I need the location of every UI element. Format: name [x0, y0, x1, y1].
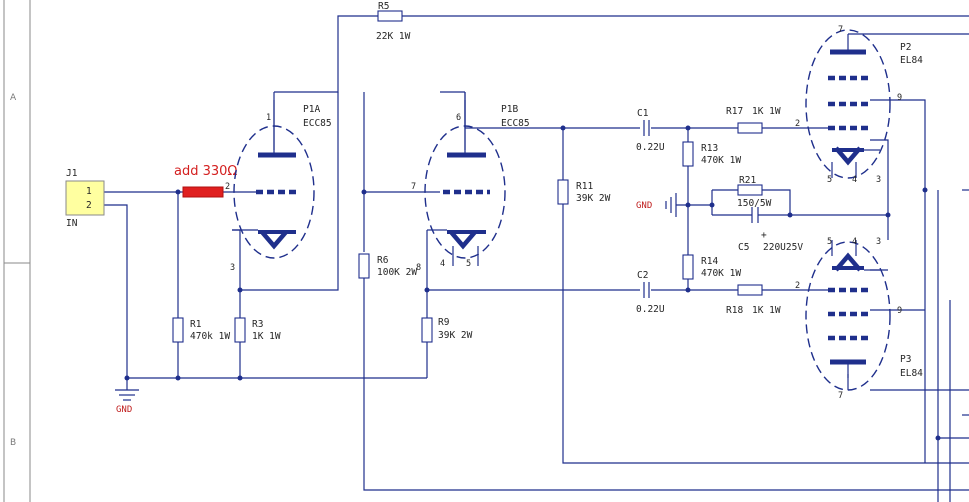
c2-ref: C2	[637, 270, 648, 281]
p3-pin-screen: 9	[897, 306, 902, 316]
p3-pin-h5: 5	[827, 237, 832, 247]
c1-ref: C1	[637, 108, 649, 119]
connector-j1: J1 1 2 IN	[65, 168, 105, 229]
r11-ref: R11	[576, 181, 593, 192]
resistor-r5: R5 22K 1W	[376, 1, 411, 42]
j1-pin2: 2	[86, 200, 92, 211]
r17-value: 1K 1W	[752, 106, 781, 117]
r21-ref: R21	[739, 175, 756, 186]
p1b-type: ECC85	[501, 118, 530, 129]
r3-value: 1K 1W	[252, 331, 281, 342]
r5-value: 22K 1W	[376, 31, 411, 42]
p3-ref: P3	[900, 354, 911, 365]
r9-ref: R9	[438, 317, 450, 328]
p1b-pin-anode: 6	[456, 113, 461, 123]
p1b-pin-h5: 5	[466, 259, 471, 269]
p2-pin-h5: 5	[827, 175, 832, 185]
c5-value: 220U25V	[763, 242, 803, 253]
p2-pin-grid: 2	[795, 119, 800, 129]
j1-name: IN	[66, 218, 78, 229]
resistor-r21: R21 150/5W	[737, 175, 772, 209]
r18-value: 1K 1W	[752, 305, 781, 316]
r5-ref: R5	[378, 1, 389, 12]
p1a-type: ECC85	[303, 118, 332, 129]
p2-pin-screen: 9	[897, 93, 902, 103]
p3-pin-anode: 7	[838, 391, 843, 401]
zone-label-a: A	[10, 93, 17, 103]
p1b-pin-grid: 7	[411, 182, 416, 192]
capacitor-c2: C2 0.22U	[636, 270, 665, 315]
tube-p1a: 1 2 3 P1A ECC85	[225, 100, 332, 273]
r6-value: 100K 2W	[377, 267, 417, 278]
resistor-r11: R11 39K 2W	[557, 179, 611, 205]
tube-p2: 7 9 2 3 4 5 P2 EL84	[795, 25, 923, 185]
r9-value: 39K 2W	[438, 330, 473, 341]
resistor-r18: R18 1K 1W	[726, 284, 781, 316]
tube-p1b: 6 7 8 4 5 P1B ECC85	[411, 100, 530, 273]
r11-value: 39K 2W	[576, 193, 611, 204]
capacitor-c5: + C5 220U25V	[738, 207, 803, 253]
c5-ref: C5	[738, 242, 749, 253]
r17-ref: R17	[726, 106, 743, 117]
p3-type: EL84	[900, 368, 923, 379]
c1-value: 0.22U	[636, 142, 665, 153]
p1a-pin-cathode: 3	[230, 263, 235, 273]
junction-dots	[124, 125, 941, 441]
annotation-text: add 330Ω	[174, 164, 237, 179]
p1b-ref: P1B	[501, 104, 518, 115]
c5-polarity: +	[761, 230, 767, 241]
c2-value: 0.22U	[636, 304, 665, 315]
p1a-pin-grid: 2	[225, 182, 230, 192]
capacitor-c1: C1 0.22U	[636, 108, 665, 153]
resistor-r9: R9 39K 2W	[421, 317, 473, 343]
resistor-r14: R14 470K 1W	[682, 254, 741, 280]
resistor-r1: R1 470k 1W	[172, 317, 230, 343]
ground-label-middle: GND	[636, 201, 652, 211]
tube-p3: 5 4 3 2 9 7 P3 EL84	[795, 237, 923, 401]
p2-ref: P2	[900, 42, 911, 53]
j1-ref: J1	[66, 168, 78, 179]
resistor-r3: R3 1K 1W	[234, 317, 281, 343]
r14-value: 470K 1W	[701, 268, 741, 279]
p1b-pin-h4: 4	[440, 259, 445, 269]
r13-ref: R13	[701, 143, 718, 154]
p1b-pin-cathode: 8	[416, 263, 421, 273]
r14-ref: R14	[701, 256, 718, 267]
resistor-r13: R13 470K 1W	[682, 141, 741, 167]
r6-ref: R6	[377, 255, 389, 266]
p2-pin-h4: 4	[852, 175, 857, 185]
p2-pin-anode: 7	[838, 25, 843, 35]
p3-pin-k: 3	[876, 237, 881, 247]
r1-ref: R1	[190, 319, 202, 330]
r21-value: 150/5W	[737, 198, 772, 209]
r1-value: 470k 1W	[190, 331, 230, 342]
ground-symbol-middle: GND	[636, 193, 677, 217]
j1-pin1: 1	[86, 186, 92, 197]
grid-stopper-annotation: add 330Ω	[174, 164, 237, 198]
ground-symbol-left: GND	[115, 378, 139, 415]
p3-pin-h4: 4	[852, 237, 857, 247]
ground-label-left: GND	[116, 405, 132, 415]
p2-pin-k: 3	[876, 175, 881, 185]
resistor-r17: R17 1K 1W	[726, 106, 781, 134]
p1a-pin-anode: 1	[266, 113, 271, 123]
r18-ref: R18	[726, 305, 743, 316]
p1a-ref: P1A	[303, 104, 320, 115]
resistor-r6: R6 100K 2W	[358, 253, 417, 279]
zone-label-b: B	[10, 438, 16, 448]
r3-ref: R3	[252, 319, 263, 330]
drawing-frame: A B	[3, 0, 31, 502]
p2-type: EL84	[900, 55, 923, 66]
p3-pin-grid: 2	[795, 281, 800, 291]
r13-value: 470K 1W	[701, 155, 741, 166]
